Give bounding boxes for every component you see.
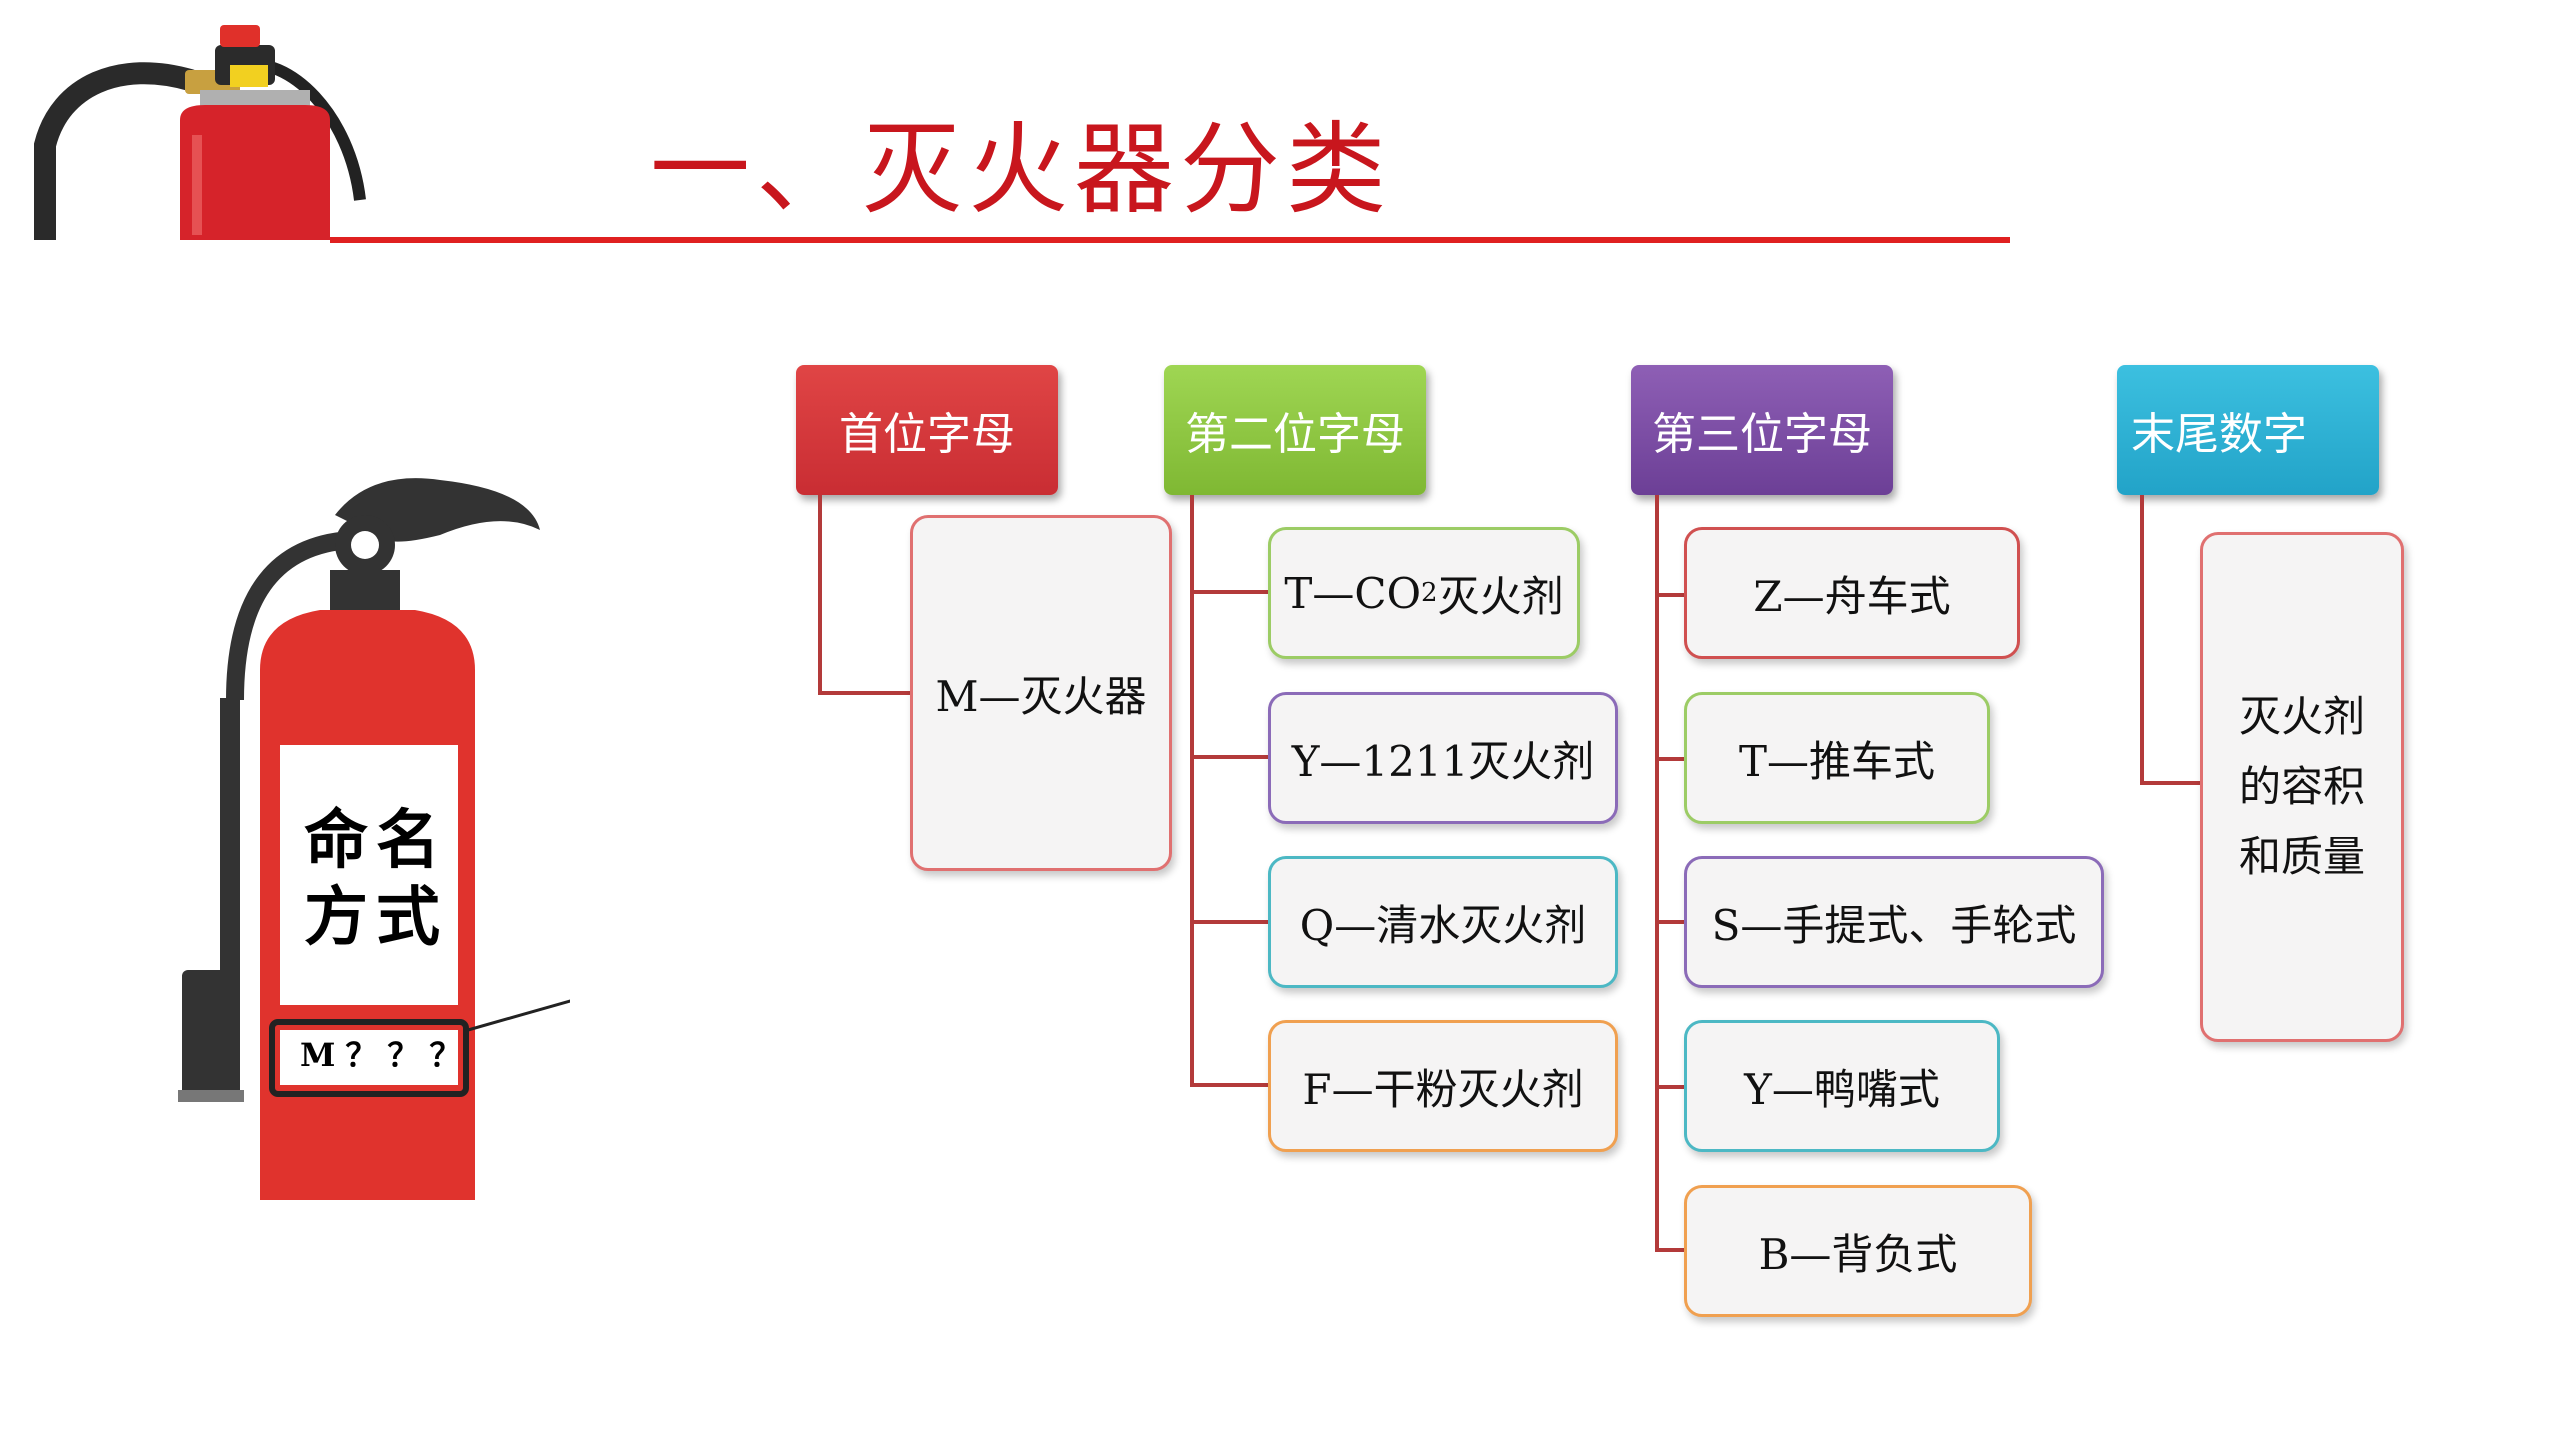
connector bbox=[818, 691, 914, 695]
header-last-digits: 末尾数字 bbox=[2117, 365, 2379, 495]
naming-label-line2: 方式 bbox=[304, 880, 448, 955]
item-label: S—手提式、手轮式 bbox=[1711, 900, 2077, 950]
header-second-letter-label: 第二位字母 bbox=[1185, 409, 1405, 460]
item-label-line2: 的容积 bbox=[2238, 762, 2365, 811]
connector bbox=[1190, 1083, 1270, 1087]
naming-label-line1: 命名 bbox=[304, 803, 448, 878]
connector bbox=[1655, 757, 1685, 761]
connector bbox=[1190, 920, 1270, 924]
page-title: 一、灭火器分类 bbox=[650, 111, 1392, 228]
connector bbox=[1190, 590, 1270, 594]
header-second-letter: 第二位字母 bbox=[1164, 365, 1426, 495]
connector bbox=[1190, 495, 1194, 1085]
header-first-letter-label: 首位字母 bbox=[839, 409, 1015, 460]
item-label: Y—鸭嘴式 bbox=[1744, 1064, 1940, 1114]
connector bbox=[1655, 920, 1685, 924]
header-third-letter: 第三位字母 bbox=[1631, 365, 1893, 495]
item-label: Z—舟车式 bbox=[1753, 571, 1951, 621]
item-s-handheld-type: S—手提式、手轮式 bbox=[1684, 856, 2104, 988]
item-t-cart-type: T—推车式 bbox=[1684, 692, 1990, 824]
item-m-extinguisher: M—灭火器 bbox=[910, 515, 1172, 871]
connector bbox=[1655, 593, 1685, 597]
item-y-duckbill-type: Y—鸭嘴式 bbox=[1684, 1020, 2000, 1152]
connector bbox=[818, 495, 822, 695]
item-label: F—干粉灭火剂 bbox=[1302, 1064, 1584, 1114]
title-underline bbox=[330, 237, 2010, 243]
item-label: T—推车式 bbox=[1738, 736, 1935, 786]
item-f-powder-agent: F—干粉灭火剂 bbox=[1268, 1020, 1618, 1152]
connector bbox=[2140, 781, 2204, 785]
header-last-digits-label: 末尾数字 bbox=[2131, 409, 2307, 460]
header-first-letter: 首位字母 bbox=[796, 365, 1058, 495]
item-label: Q—清水灭火剂 bbox=[1299, 900, 1587, 950]
item-b-backpack-type: B—背负式 bbox=[1684, 1185, 2032, 1317]
naming-code: M？？？ bbox=[300, 1036, 472, 1074]
item-y-1211-agent: Y—1211灭火剂 bbox=[1268, 692, 1618, 824]
fire-extinguisher-illustration bbox=[178, 478, 570, 1200]
connector bbox=[1655, 1085, 1685, 1089]
item-label: M—灭火器 bbox=[935, 671, 1147, 721]
item-label: Y—1211灭火剂 bbox=[1291, 736, 1595, 786]
connector bbox=[2140, 495, 2144, 785]
item-label-line1: 灭火剂 bbox=[2238, 692, 2365, 741]
item-capacity-and-mass: 灭火剂 的容积 和质量 bbox=[2200, 532, 2404, 1042]
extinguisher-photo bbox=[34, 25, 366, 240]
item-label-line3: 和质量 bbox=[2238, 832, 2365, 881]
item-z-vehicle-type: Z—舟车式 bbox=[1684, 527, 2020, 659]
connector bbox=[1655, 1248, 1685, 1252]
item-label-prefix: T—CO bbox=[1284, 568, 1422, 618]
item-q-water-agent: Q—清水灭火剂 bbox=[1268, 856, 1618, 988]
connector bbox=[1190, 755, 1270, 759]
item-label: B—背负式 bbox=[1758, 1229, 1958, 1279]
item-label-suffix: 灭火剂 bbox=[1437, 571, 1564, 621]
item-label-subscript: 2 bbox=[1421, 578, 1438, 608]
header-third-letter-label: 第三位字母 bbox=[1652, 409, 1872, 460]
connector bbox=[1655, 495, 1659, 1250]
